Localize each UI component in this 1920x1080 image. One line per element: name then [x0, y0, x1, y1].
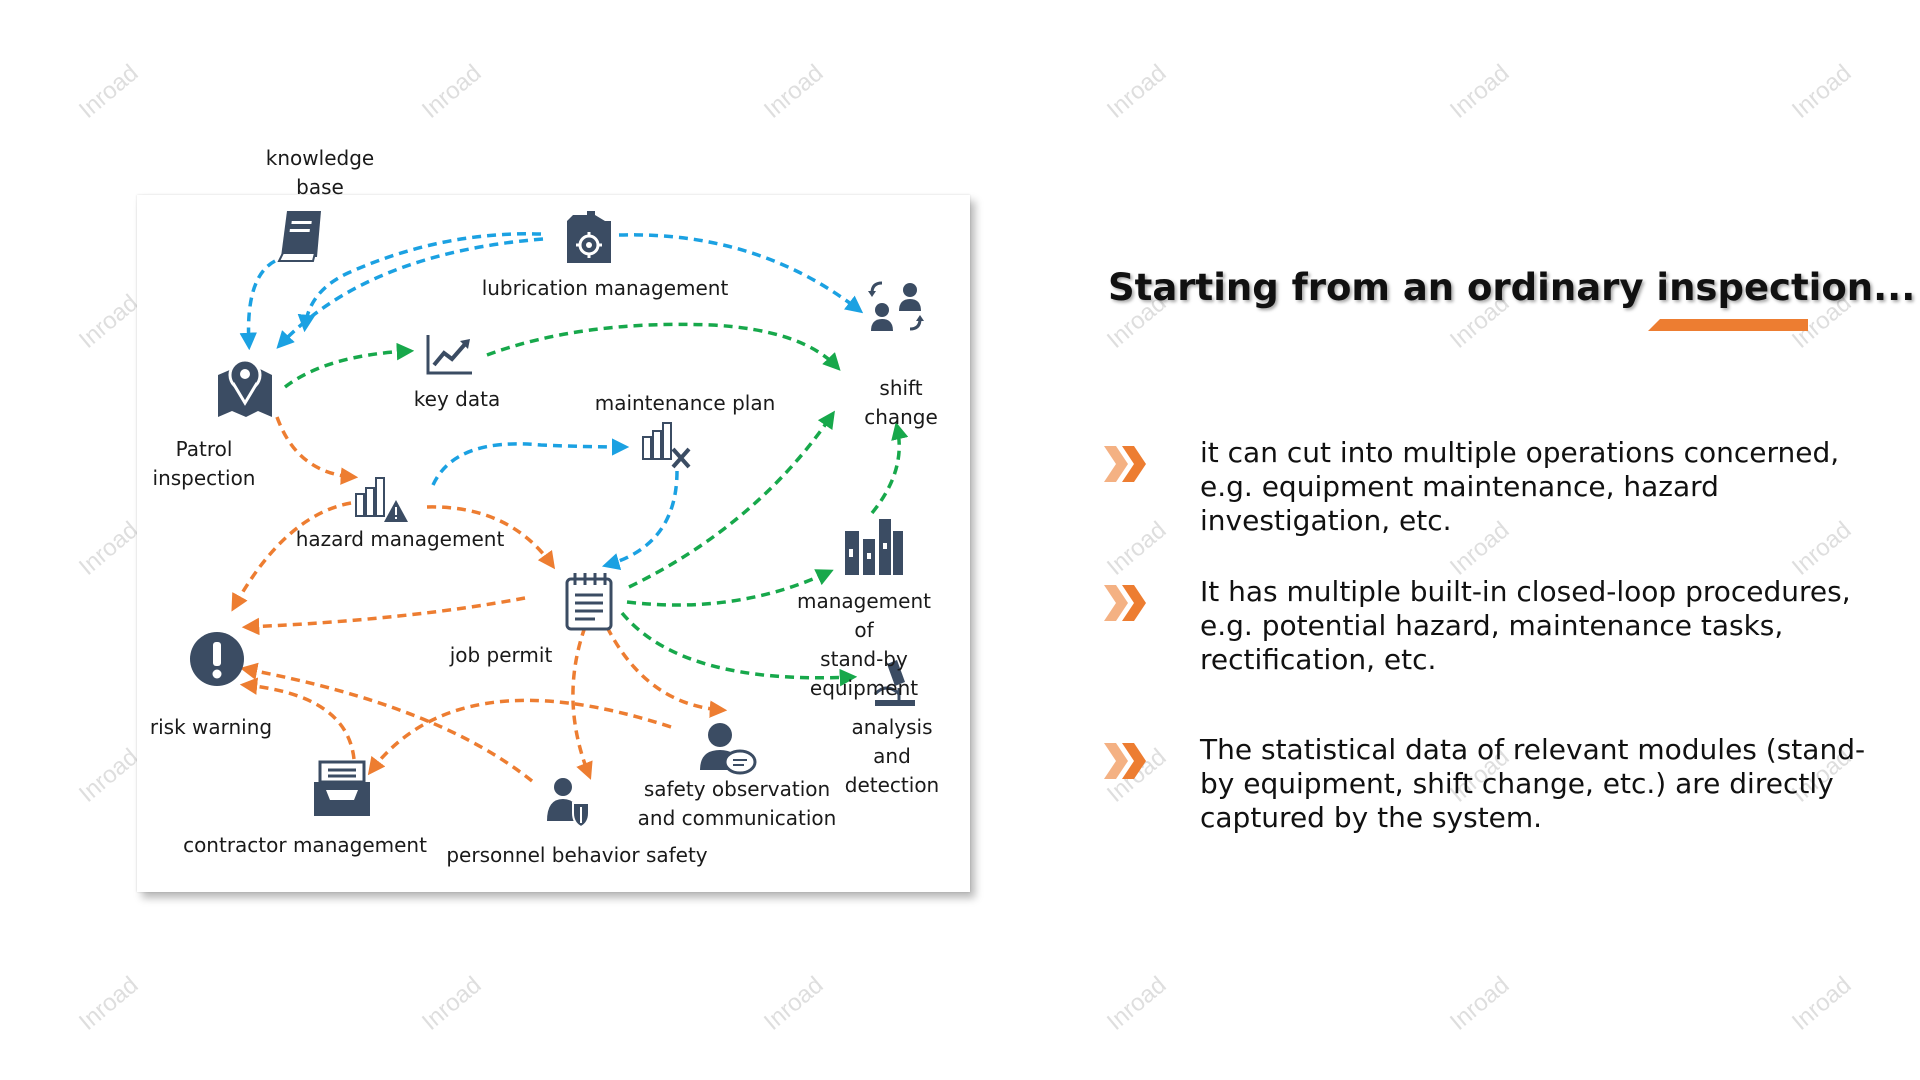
- label-standby-equipment: management of stand-by equipment: [797, 589, 931, 700]
- watermark-text: Inroad: [416, 971, 487, 1036]
- label-maintenance-plan: maintenance plan: [594, 391, 776, 415]
- workflow-diagram: knowledge base lubrication management sh…: [137, 146, 970, 892]
- flow-arrow-job-permit-to-personnel-behavior-safety: [571, 626, 593, 780]
- book-icon: [277, 211, 321, 262]
- watermark-text: Inroad: [73, 289, 144, 354]
- microscope-icon: [873, 660, 915, 706]
- flow-arrow-job-permit-to-risk-warning: [241, 596, 526, 636]
- flow-arrow-hazard-management-to-maintenance-plan: [431, 438, 630, 486]
- label-safety-observation: safety observation and communication: [637, 777, 837, 830]
- flow-arrow-job-permit-to-management-standby: [626, 569, 834, 607]
- watermark-text: Inroad: [1101, 59, 1172, 124]
- watermark-text: Inroad: [1786, 59, 1857, 124]
- flow-arrow-management-standby-to-shift-change: [870, 421, 909, 515]
- label-key-data: key data: [413, 387, 501, 411]
- notepad-icon: [565, 573, 613, 631]
- watermark-text: Inroad: [73, 59, 144, 124]
- label-patrol-inspection: Patrol inspection: [152, 437, 256, 490]
- factory-warning-icon: [355, 477, 408, 522]
- label-job-permit: job permit: [449, 643, 553, 667]
- slide-title: Starting from an ordinary inspection...: [1108, 266, 1916, 309]
- label-personnel-behavior-safety: personnel behavior safety: [446, 843, 708, 867]
- flow-arrow-lubrication-management-to-patrol-inspection: [276, 237, 544, 349]
- flow-arrow-key-data-to-shift-change: [486, 322, 841, 371]
- label-analysis-detection: analysis and detection: [844, 715, 940, 797]
- flow-arrow-lubrication-management-to-knowledge-base: [297, 232, 542, 333]
- label-contractor-management: contractor management: [183, 833, 427, 857]
- flow-arrow-patrol-inspection-to-hazard-management: [275, 416, 359, 485]
- watermark-text: Inroad: [73, 971, 144, 1036]
- exclamation-circle-icon: [190, 632, 244, 686]
- bullet-text: It has multiple built-in closed-loop pro…: [1200, 575, 1851, 676]
- double-chevron-icon: [1104, 446, 1146, 482]
- flow-arrow-job-permit-to-analysis-detection: [620, 611, 858, 687]
- flow-arrow-hazard-management-to-risk-warning: [231, 501, 352, 612]
- double-chevron-icon: [1104, 743, 1146, 779]
- watermark-text: Inroad: [1444, 59, 1515, 124]
- line-chart-icon: [426, 335, 472, 375]
- watermark-text: Inroad: [758, 59, 829, 124]
- label-knowledge-base: knowledge base: [265, 146, 375, 199]
- flow-arrows: [231, 232, 909, 783]
- flow-arrow-patrol-inspection-to-key-data: [283, 342, 415, 389]
- watermark-text: Inroad: [1786, 971, 1857, 1036]
- flow-arrow-safety-observation-to-contractor-management: [367, 698, 672, 776]
- watermark-text: Inroad: [73, 516, 144, 581]
- label-hazard-management: hazard management: [295, 527, 505, 551]
- watermark-text: Inroad: [1101, 971, 1172, 1036]
- flow-arrow-knowledge-base-to-patrol-inspection: [239, 259, 276, 351]
- person-chat-icon: [700, 723, 757, 775]
- flow-arrow-maintenance-plan-to-job-permit: [601, 470, 679, 571]
- watermark-text: Inroad: [758, 971, 829, 1036]
- title-underline: [1648, 319, 1808, 331]
- watermark-text: Inroad: [416, 59, 487, 124]
- flow-arrow-job-permit-to-safety-observation: [605, 626, 728, 718]
- factory-icon: [845, 519, 903, 575]
- flow-arrow-job-permit-to-shift-change: [628, 410, 835, 589]
- bullet-text: it can cut into multiple operations conc…: [1200, 436, 1840, 537]
- factory-wrench-icon: [642, 422, 691, 469]
- watermark-text: Inroad: [73, 743, 144, 808]
- flow-arrow-lubrication-management-to-shift-change: [618, 233, 864, 314]
- people-exchange-icon: [868, 281, 924, 331]
- double-chevron-icon: [1104, 585, 1146, 621]
- label-lubrication-management: lubrication management: [481, 276, 729, 300]
- person-shield-icon: [547, 778, 590, 829]
- map-pin-icon: [218, 358, 272, 417]
- watermark-text: Inroad: [1101, 516, 1172, 581]
- inbox-tray-icon: [314, 760, 370, 816]
- flow-arrow-hazard-management-to-job-permit: [426, 505, 556, 570]
- label-shift-change: shift change: [864, 376, 938, 429]
- oil-can-gear-icon: [567, 211, 611, 263]
- flow-arrow-contractor-management-to-risk-warning: [239, 677, 356, 760]
- bullet-text: The statistical data of relevant modules…: [1200, 733, 1866, 834]
- flow-arrow-personnel-behavior-safety-to-risk-warning: [239, 662, 534, 783]
- label-risk-warning: risk warning: [149, 715, 273, 739]
- watermark-text: Inroad: [1444, 971, 1515, 1036]
